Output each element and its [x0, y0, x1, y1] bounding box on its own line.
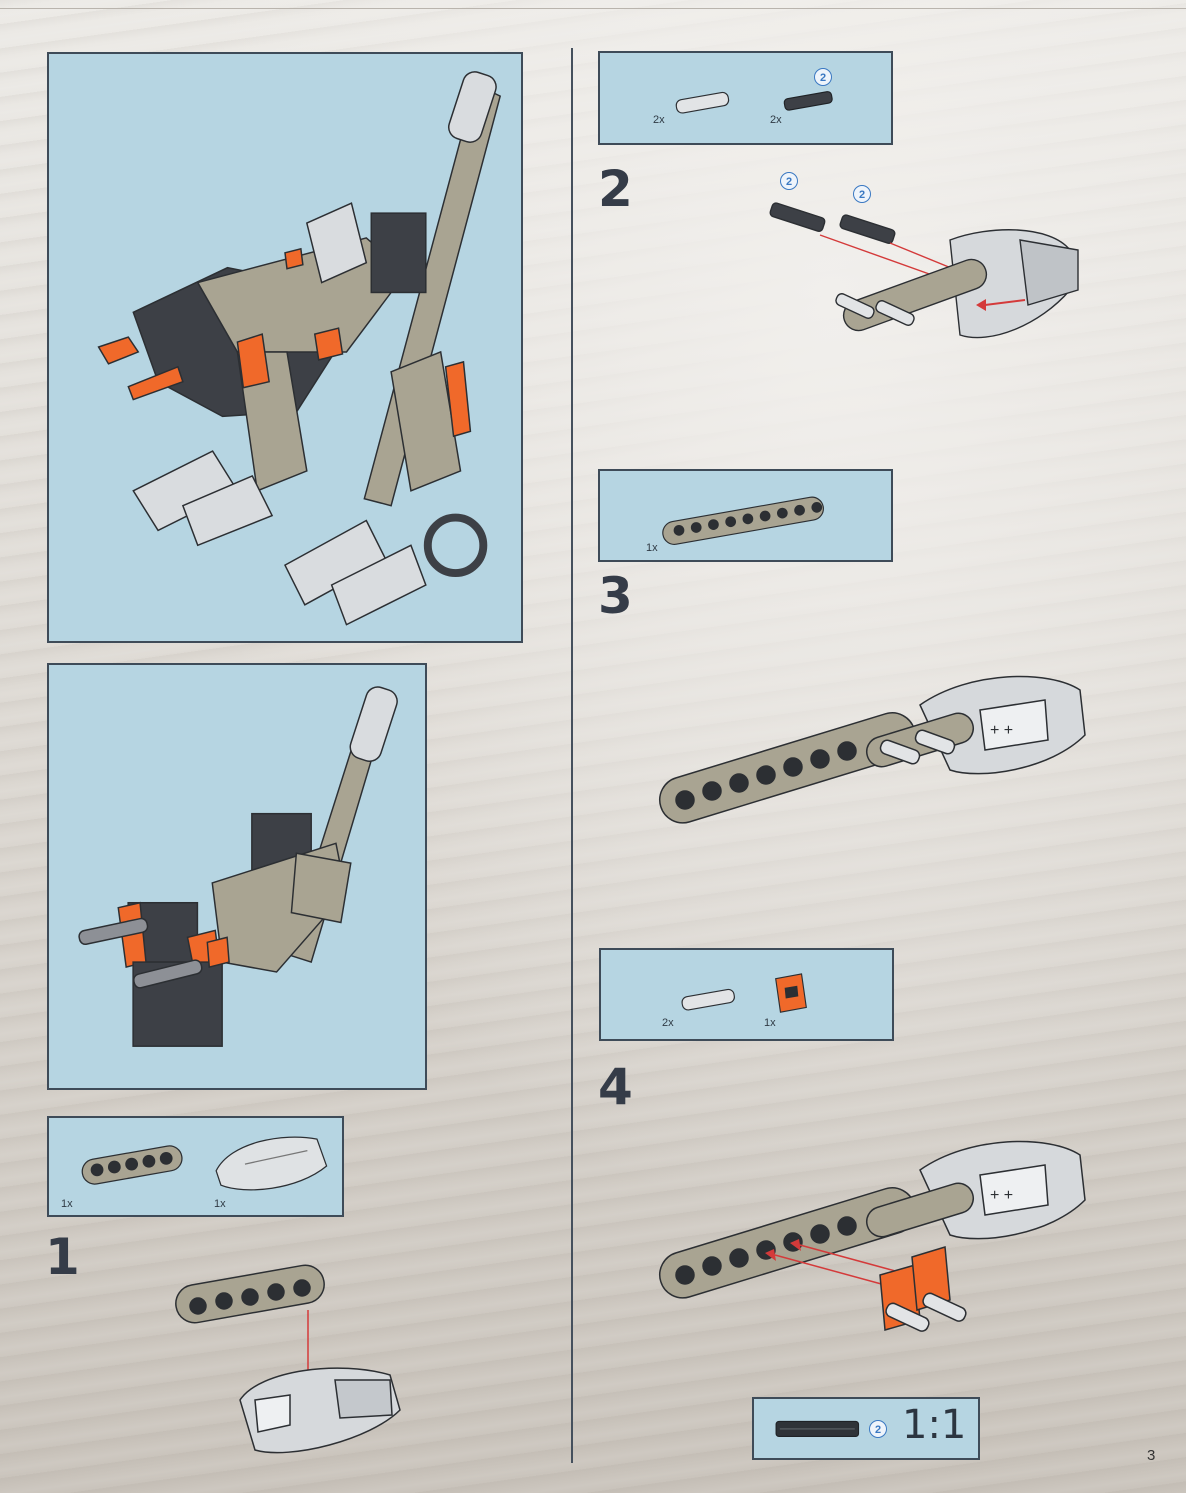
step-1-number: 1 [45, 1228, 80, 1286]
step-3-number: 3 [598, 567, 633, 625]
beam-9-icon [662, 496, 824, 545]
step-1-part-1-qty: 1x [61, 1198, 73, 1210]
completed-creature-illustration [97, 71, 502, 626]
step-2-part-2-qty: 2x [770, 114, 782, 126]
column-divider [571, 48, 573, 1463]
axle-scale-reference-panel: 2 [752, 1397, 980, 1460]
axle-length-badge: 2 [814, 68, 832, 86]
svg-text:+ +: + + [990, 1187, 1013, 1204]
subassembly-illustration [78, 686, 398, 1047]
scale-length-badge: 2 [869, 1420, 887, 1438]
step-4-part-1-qty: 2x [662, 1017, 674, 1029]
step-3-part-1-qty: 1x [646, 542, 658, 554]
page-top-rule [0, 8, 1186, 9]
step-2-number: 2 [598, 160, 633, 218]
silver-armor-shell-icon [215, 1136, 328, 1191]
finished-model-preview-panel [47, 52, 523, 643]
step-1-part-2-qty: 1x [214, 1198, 226, 1210]
step-1-parts-panel: 1x 1x [47, 1116, 344, 1217]
beam-5-icon [81, 1145, 183, 1185]
step-3-assembly-illustration: + + [659, 675, 1086, 824]
step-4-number: 4 [598, 1058, 633, 1116]
dark-axle-icon [783, 91, 833, 111]
axle-1to1-icon [775, 1420, 860, 1438]
step-1-assembly-illustration [175, 1264, 401, 1454]
scale-ratio-label: 1:1 [902, 1402, 967, 1448]
step-2-part-1-qty: 2x [653, 114, 665, 126]
step-3-parts-panel: 1x [598, 469, 893, 562]
axle-pin-icon [675, 91, 730, 114]
svg-text:+ +: + + [990, 722, 1013, 739]
step-2-axle-badge-1: 2 [780, 172, 798, 190]
step-2-assembly-illustration [769, 202, 1079, 339]
step-4-parts-panel: 2x 1x [599, 948, 894, 1041]
axle-pin-icon [681, 988, 735, 1011]
page-number: 3 [1147, 1447, 1156, 1464]
subassembly-preview-panel [47, 663, 427, 1090]
step-4-part-2-qty: 1x [764, 1017, 776, 1029]
step-2-axle-badge-2: 2 [853, 185, 871, 203]
step-2-parts-panel: 2x 2x 2 [598, 51, 893, 145]
orange-connector-icon [775, 973, 807, 1013]
step-4-assembly-illustration: + + [659, 1140, 1086, 1332]
